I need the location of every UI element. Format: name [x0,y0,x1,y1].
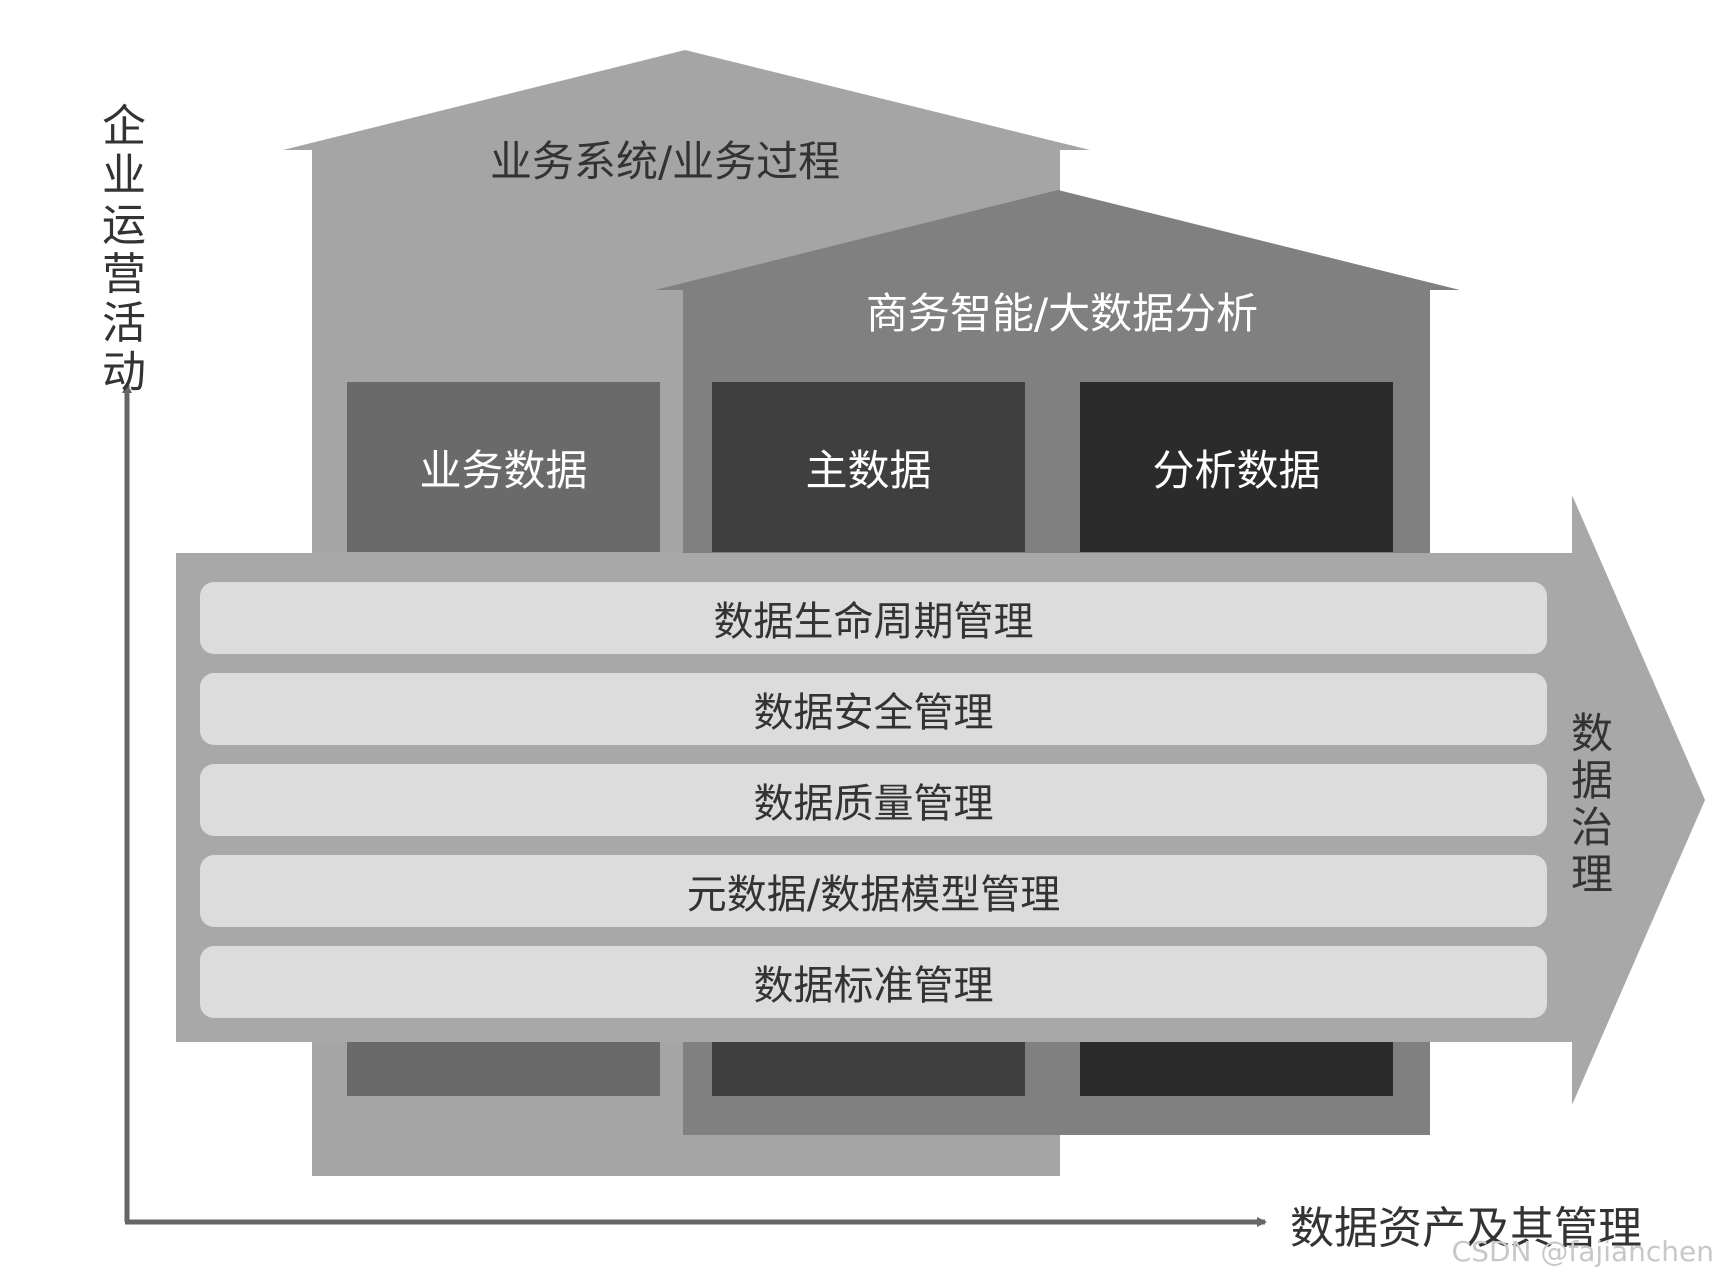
vertical-char: 业 [102,150,146,202]
business-data-box-foot [347,1040,660,1096]
vertical-char: 动 [102,347,146,399]
vertical-char: 营 [102,248,146,300]
business-data-box [347,382,660,552]
layer-security: 数据安全管理 [200,673,1547,745]
layer-metadata-model: 元数据/数据模型管理 [200,855,1547,927]
vertical-char: 企 [102,101,146,152]
y-axis-label: 企业运营活动 [102,102,146,398]
vertical-char: 据 [1571,756,1614,806]
outer-house-label: 业务系统/业务过程 [490,137,841,186]
layer-quality: 数据质量管理 [200,764,1547,836]
master-data-box-foot [712,1040,1025,1096]
vertical-char: 运 [102,199,146,251]
vertical-char: 理 [1571,850,1614,900]
governance-label: 数据治理 [1571,710,1613,898]
vertical-char: 数 [1571,709,1614,758]
layer-lifecycle: 数据生命周期管理 [200,582,1547,654]
business-data-label: 业务数据 [419,445,588,495]
master-data-box [712,382,1025,552]
analytic-data-box-foot [1080,1040,1393,1096]
watermark: CSDN @fajianchen [1451,1235,1714,1268]
inner-house-label: 商务智能/大数据分析 [866,289,1259,338]
analytic-data-label: 分析数据 [1152,445,1321,495]
layer-standards: 数据标准管理 [200,946,1547,1018]
master-data-label: 主数据 [805,445,932,495]
x-axis-label: 数据资产及其管理 [1290,1203,1642,1254]
analytic-data-box [1080,382,1393,552]
vertical-char: 活 [102,298,146,350]
vertical-char: 治 [1571,803,1614,853]
